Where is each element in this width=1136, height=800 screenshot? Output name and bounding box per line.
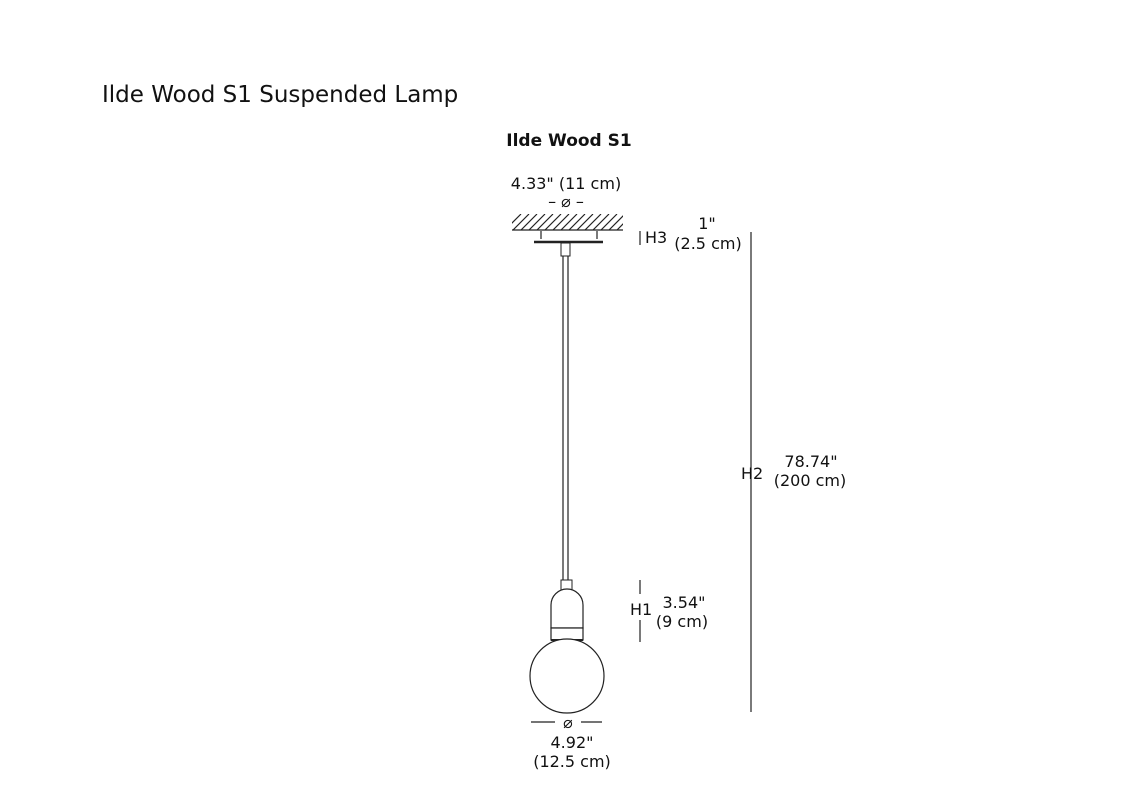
globe-diameter-cm: (12.5 cm) [533, 752, 611, 771]
h1-cm: (9 cm) [656, 612, 708, 631]
canopy [534, 231, 603, 257]
globe-diameter-inches: 4.92" [551, 733, 594, 752]
drawing-title: Ilde Wood S1 [506, 131, 631, 151]
h3-inches: 1" [698, 214, 716, 233]
canopy-diameter-symbol: – ⌀ – [548, 192, 584, 211]
h2-label: H2 [741, 464, 763, 483]
cord [562, 256, 569, 580]
globe-diameter-symbol: ⌀ [563, 713, 573, 732]
h2-inches: 78.74" [784, 452, 837, 471]
page-title: Ilde Wood S1 Suspended Lamp [102, 82, 458, 108]
h1-inches: 3.54" [663, 593, 706, 612]
canopy-diameter-value: 4.33" (11 cm) [511, 174, 621, 193]
ceiling-hatch [512, 214, 623, 230]
h2-cm: (200 cm) [774, 471, 847, 490]
h3-label: H3 [645, 228, 667, 247]
h1-label: H1 [630, 600, 652, 619]
globe-bulb [529, 638, 605, 714]
socket [550, 579, 584, 641]
h3-cm: (2.5 cm) [674, 234, 741, 253]
